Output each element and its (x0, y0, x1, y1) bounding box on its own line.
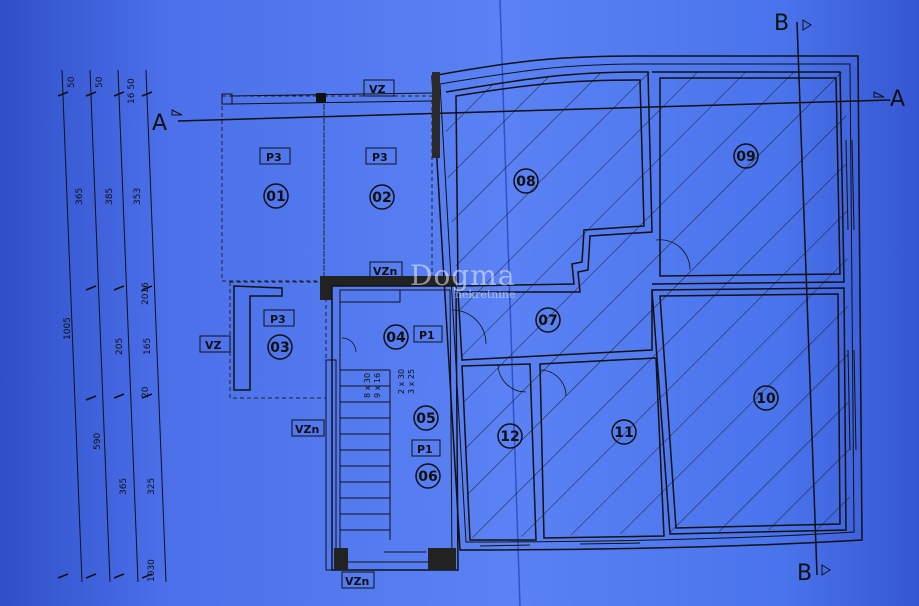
room-09: 09 (736, 149, 755, 165)
stair-flight-4: 3 x 25 (407, 369, 416, 394)
p1-tag-frames (411, 325, 443, 457)
tag-vz-left: VZ (205, 339, 222, 352)
tag-p3-02: P3 (372, 151, 388, 164)
dim-col2-d: 365 (119, 478, 129, 495)
dim-col2-total: 1030 (147, 559, 157, 582)
room-circles (263, 143, 779, 489)
tag-p1-06: P1 (417, 443, 433, 456)
tag-p3-03: P3 (270, 313, 286, 326)
dim-col3-top: 16 50 (127, 78, 137, 104)
hatched-area (446, 72, 850, 538)
door-swings (341, 239, 691, 397)
watermark-sub: nekretnine (454, 288, 516, 301)
section-a-right: A (890, 87, 905, 112)
room-04: 04 (386, 330, 406, 346)
column-right (316, 93, 326, 103)
room-10: 10 (756, 391, 776, 407)
building-shell (431, 55, 863, 551)
watermark: Dogma nekretnine (410, 259, 516, 302)
room-01: 01 (266, 189, 285, 205)
room-12: 12 (500, 429, 519, 445)
dim-col1-b: 590 (93, 433, 103, 450)
room-11: 11 (614, 425, 633, 441)
interior-walls (445, 71, 847, 541)
stair-flight-1: 8 x 30 (363, 373, 372, 398)
entry-wall-thick (432, 72, 440, 158)
stair-flight-3: 2 x 30 (397, 369, 406, 394)
tag-p1-04: P1 (419, 329, 435, 342)
parking-outlines (221, 95, 433, 399)
dim-col3-a: 353 (133, 188, 143, 205)
room-02: 02 (372, 190, 391, 206)
stair-flight-2: 9 x 16 (373, 373, 382, 398)
room-08: 08 (516, 174, 535, 190)
dim-col3-c: 165 (143, 338, 153, 355)
room-06: 06 (418, 469, 437, 485)
windows-right (384, 139, 857, 553)
dim-col1-top: 50 (67, 76, 77, 88)
tag-vz-top: VZ (369, 83, 386, 96)
dim-col3-b: 2016 (141, 282, 151, 305)
canopy-edge (229, 92, 433, 97)
dim-col1-a: 365 (75, 188, 85, 205)
section-b-bottom: B (797, 561, 812, 586)
tag-vzn-stair: VZn (295, 423, 319, 436)
tag-vzn-entry: VZn (373, 265, 397, 278)
parking-tags (259, 147, 397, 327)
dim-col2-top: 50 (95, 76, 105, 88)
tag-p3-01: P3 (266, 151, 282, 164)
section-a-left: A (152, 111, 167, 136)
stair-core (320, 276, 459, 571)
dim-col2-b: 205 (115, 338, 125, 355)
column-left (221, 93, 233, 105)
room-05: 05 (416, 411, 435, 427)
room-03: 03 (270, 340, 289, 356)
watermark-brand: Dogma (410, 259, 516, 292)
stair-treads (340, 369, 391, 540)
dim-col3-d: 325 (147, 478, 157, 495)
dim-col2-a: 385 (105, 188, 115, 205)
dimension-lines (57, 69, 167, 583)
room-07: 07 (538, 313, 557, 329)
canopy-edge-inner (229, 100, 433, 105)
tag-vzn-bottom: VZn (345, 575, 369, 588)
carport-wall (233, 285, 283, 391)
vz-tag-frames (199, 79, 403, 589)
dim-col2-c: 20 (141, 386, 151, 398)
section-b-top: B (774, 11, 789, 36)
dim-col1-total: 1005 (63, 317, 73, 340)
